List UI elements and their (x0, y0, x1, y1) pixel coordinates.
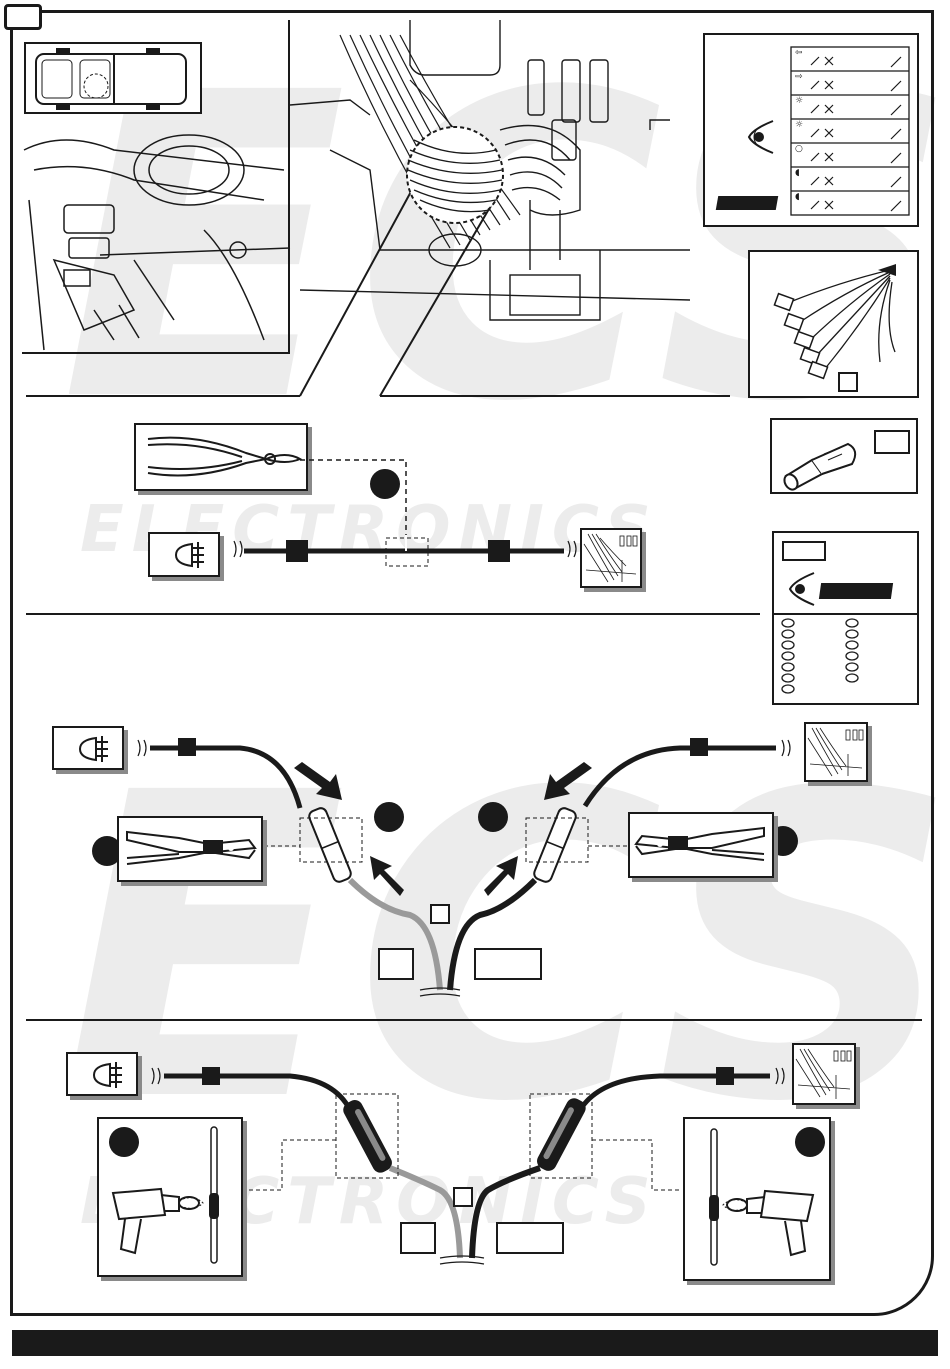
heat-gun-icon (99, 1119, 241, 1275)
heat-gun-icon (685, 1119, 829, 1279)
footer-bar (12, 1330, 938, 1356)
heat-gun-box-left (97, 1117, 243, 1277)
grey-wire-label-box-2 (400, 1222, 436, 1254)
black-wire-label-box-2 (496, 1222, 564, 1254)
heat-gun-box-right (683, 1117, 831, 1281)
wire-label-small-box-2 (453, 1187, 473, 1207)
